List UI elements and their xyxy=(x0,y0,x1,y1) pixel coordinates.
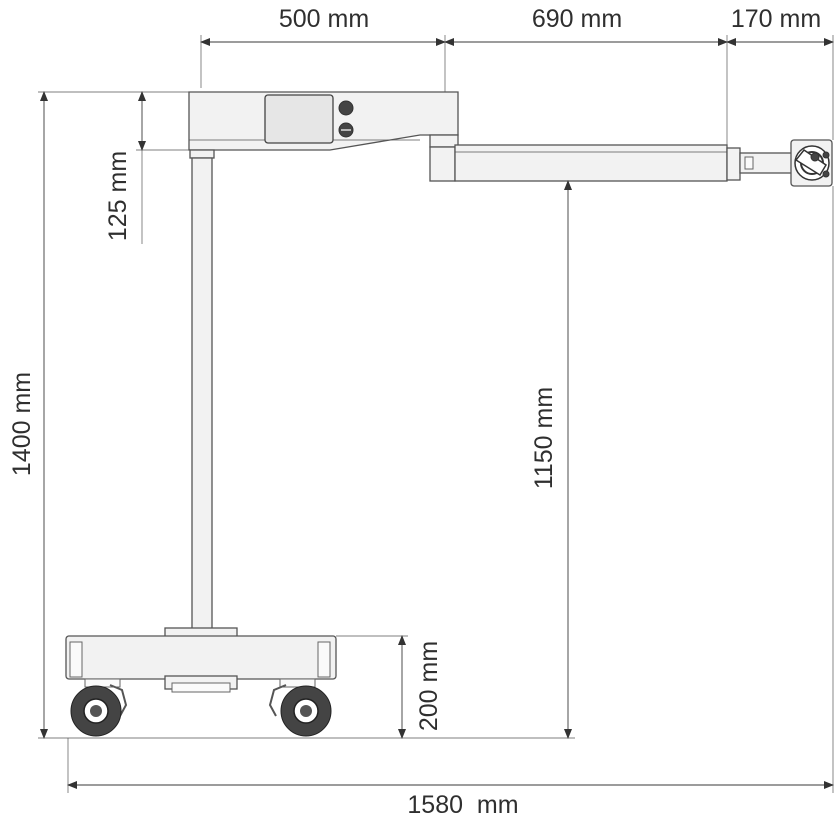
base-cart xyxy=(65,627,337,693)
horizontal-arm xyxy=(454,144,795,182)
dim-170-label: 170 mm xyxy=(731,5,821,33)
dim-200-label: 200 mm xyxy=(415,641,443,731)
dim-1400-label: 1400 mm xyxy=(8,372,36,476)
dimension-lines xyxy=(38,35,834,793)
display-screen xyxy=(264,94,334,144)
control-knob-top xyxy=(338,100,354,116)
rotating-head xyxy=(790,139,833,187)
stand-machine xyxy=(65,91,833,737)
dim-1580-label: 1580 mm xyxy=(407,791,518,819)
dim-690-label: 690 mm xyxy=(532,5,622,33)
dim-125-label: 125 mm xyxy=(104,151,132,241)
wheel-left xyxy=(70,684,128,737)
wheel-right xyxy=(268,684,332,737)
dim-500-label: 500 mm xyxy=(279,5,369,33)
dim-1150-label: 1150 mm xyxy=(530,387,558,489)
vertical-pole xyxy=(189,149,215,634)
arm-joint xyxy=(429,134,459,182)
control-box xyxy=(188,91,459,151)
